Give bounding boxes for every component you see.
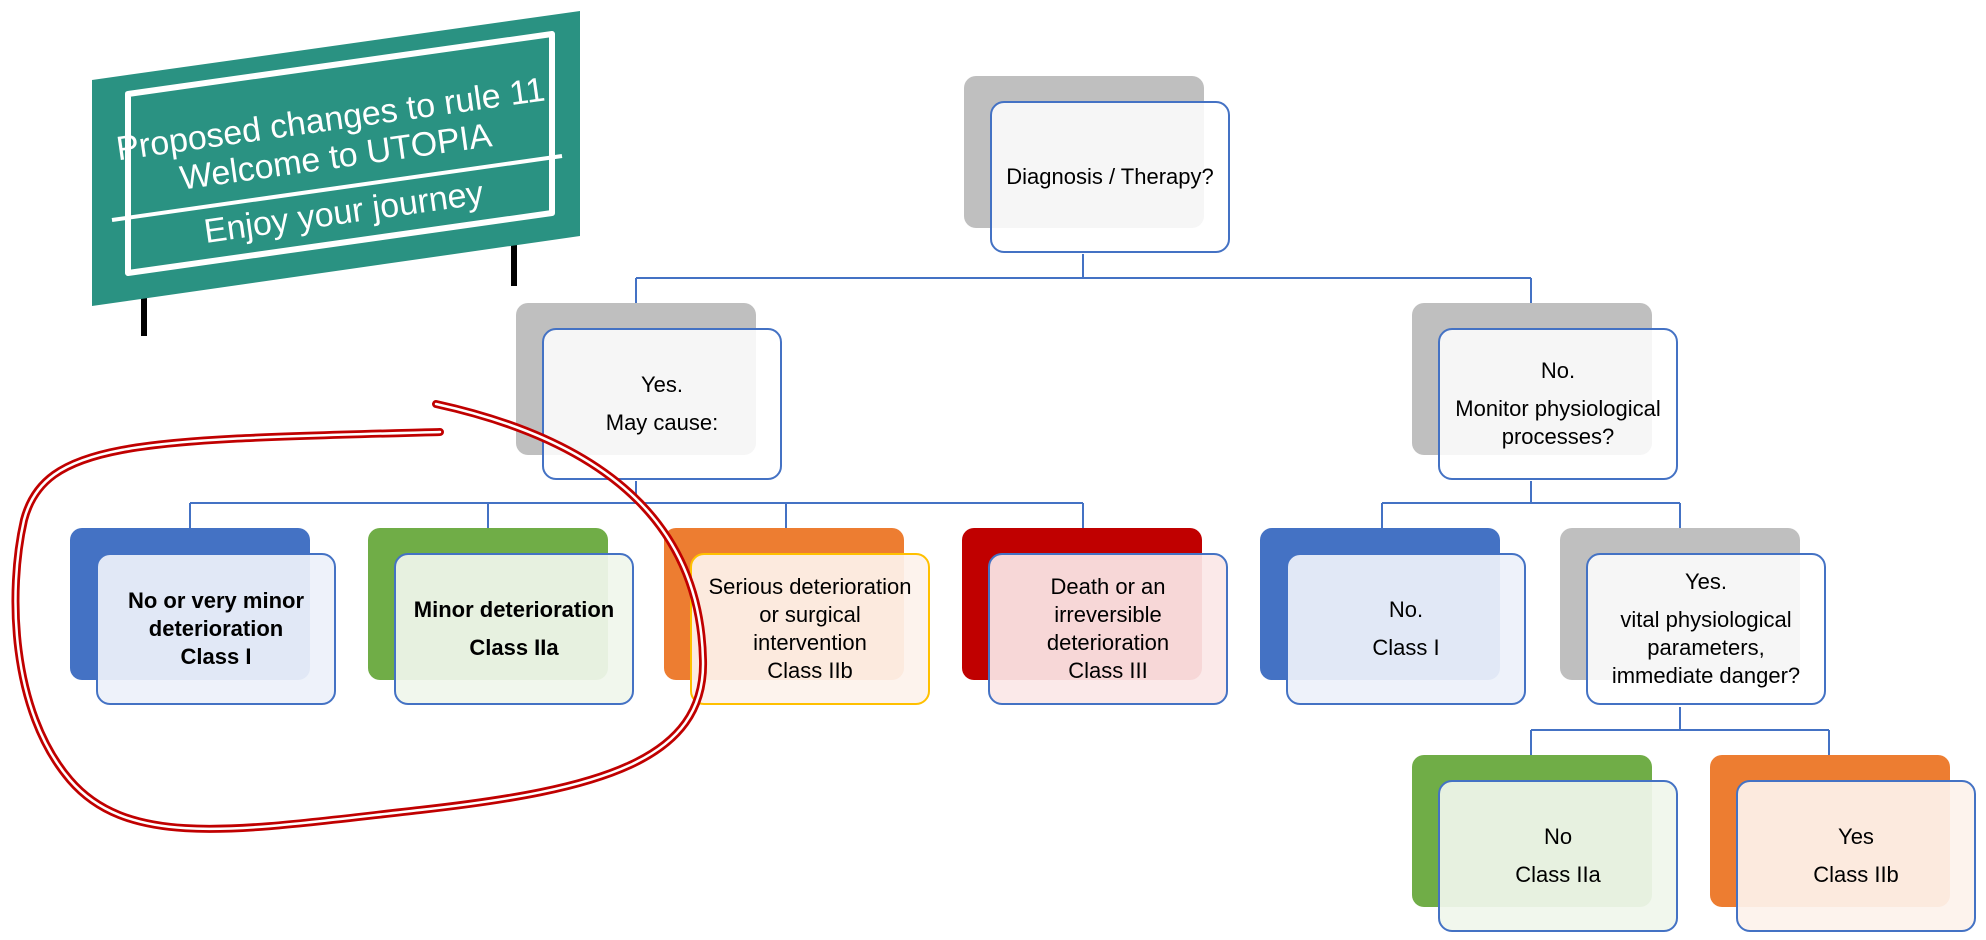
- node-box: No or very minor deterioration Class I: [96, 553, 336, 705]
- highway-sign: Proposed changes to rule 11 Welcome to U…: [92, 11, 580, 336]
- node-text-1: Death or an irreversible deterioration: [1046, 574, 1170, 655]
- node-text-2: Class I: [1372, 635, 1440, 660]
- node-text-1: Yes: [1838, 824, 1874, 849]
- node-text-1: Diagnosis / Therapy?: [1006, 164, 1214, 189]
- node-text-1: No: [1543, 824, 1573, 849]
- node-box: Minor deterioration Class IIa: [394, 553, 634, 705]
- node-text-2: Class IIa: [1515, 862, 1601, 887]
- node-box: Diagnosis / Therapy?: [990, 101, 1230, 253]
- node-text-1: Serious deterioration or surgical interv…: [708, 574, 912, 655]
- node-box: Yes Class IIb: [1736, 780, 1976, 932]
- node-text-1: No.: [1540, 358, 1576, 383]
- node-text-2: Monitor physiological processes?: [1455, 396, 1661, 449]
- node-text-2: Class III: [1068, 658, 1148, 683]
- sign-post-right: [511, 238, 517, 286]
- node-text-2: Class IIa: [469, 635, 559, 660]
- node-box: No. Monitor physiological processes?: [1438, 328, 1678, 480]
- sign-divider: [111, 154, 563, 222]
- node-text-1: No or very minor deterioration: [127, 588, 305, 641]
- node-box: Death or an irreversible deterioration C…: [988, 553, 1228, 705]
- node-box: No Class IIa: [1438, 780, 1678, 932]
- node-text-2: May cause:: [605, 410, 719, 435]
- sign-frame: [125, 31, 555, 276]
- node-text-1: Yes.: [1684, 569, 1727, 594]
- annotation-stroke-inner: [14, 402, 705, 831]
- node-text-2: Class IIb: [1813, 862, 1899, 887]
- node-box: Yes. vital physiological parameters, imm…: [1586, 553, 1826, 705]
- node-text-1: Minor deterioration: [413, 597, 615, 622]
- node-text-1: Yes.: [640, 372, 683, 397]
- node-text-2: Class IIb: [767, 658, 853, 683]
- node-box: Serious deterioration or surgical interv…: [690, 553, 930, 705]
- node-text-1: No.: [1388, 597, 1424, 622]
- node-box: No. Class I: [1286, 553, 1526, 705]
- node-text-2: vital physiological parameters, immediat…: [1611, 607, 1801, 688]
- sign-post-left: [141, 288, 147, 336]
- node-text-2: Class I: [180, 644, 252, 669]
